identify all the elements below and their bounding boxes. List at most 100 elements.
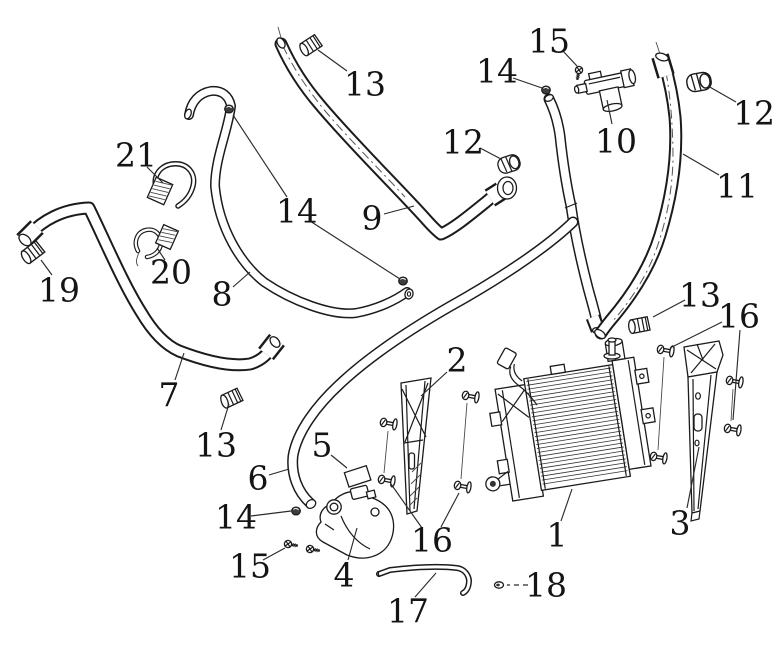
hose-9-mouth (496, 176, 518, 200)
callout-label-9-7: 9 (362, 199, 383, 238)
callout-label-17-20: 17 (387, 592, 429, 631)
screw-16-e (655, 342, 676, 358)
hose-8-tip (404, 288, 414, 300)
callout-leader-8 (232, 271, 251, 288)
clip-14-c (291, 506, 301, 516)
callout-label-8-11: 8 (212, 275, 233, 314)
callout-leader-14 (512, 77, 543, 89)
hose-6 (287, 216, 579, 510)
callout-leader-16 (440, 492, 460, 528)
callout-leader-14 (250, 510, 292, 517)
callout-label-20-9: 20 (150, 253, 192, 292)
callout-label-19-12: 19 (38, 271, 80, 310)
clip-14-b (541, 85, 551, 95)
hose-6-end-opening (305, 498, 317, 510)
callout-label-15-18: 15 (229, 547, 271, 586)
callout-label-18-21: 18 (525, 566, 567, 605)
callout-label-12-4: 12 (733, 94, 775, 133)
callout-label-16-26: 16 (718, 297, 760, 336)
screw-16-f (648, 449, 669, 465)
clamp-12-a (495, 152, 523, 176)
clamp-12-b (684, 70, 714, 94)
clamp-13-b (218, 387, 245, 410)
callout-label-11-5: 11 (716, 167, 758, 206)
callout-leader-13 (317, 49, 348, 72)
callout-label-10-3: 10 (595, 122, 637, 161)
hose-9-top-opening (276, 37, 286, 49)
callout-leader-15 (561, 49, 578, 67)
callout-label-13-14: 13 (195, 426, 237, 465)
callout-leader-10 (606, 99, 613, 125)
radiator-sensor-connector (496, 347, 517, 370)
screw-16-d (452, 478, 473, 494)
screw-15-a (282, 538, 300, 551)
callout-leader-7 (174, 352, 185, 381)
clamp-13-c (627, 315, 651, 335)
hose-7-cuff-opening (269, 336, 281, 348)
callout-label-1-22: 1 (547, 516, 568, 555)
callout-leader-3 (686, 446, 700, 509)
screw-16-c (460, 388, 481, 404)
screw-16-h (722, 421, 743, 437)
screw-16-a (378, 415, 399, 431)
callout-label-16-24: 16 (411, 521, 453, 560)
callout-leader-5 (330, 454, 348, 469)
screw-16-g (724, 373, 745, 389)
hose-8-top-opening (184, 108, 192, 120)
spring-clamp-21 (146, 161, 197, 209)
clip-14-a (224, 104, 234, 114)
callout-leader-15 (262, 547, 286, 561)
callout-label-21-8: 21 (115, 136, 157, 175)
screw-15-b (304, 543, 322, 556)
radiator-mount-bolt (603, 337, 621, 360)
callout-label-14-10: 14 (276, 192, 318, 231)
label-plate-5 (343, 464, 372, 488)
thermostat-valve (573, 68, 637, 113)
callout-leader-9 (383, 205, 415, 215)
callout-leader-12 (479, 147, 502, 160)
callout-label-12-6: 12 (442, 123, 484, 162)
radiator (485, 337, 656, 502)
callout-leader-14 (232, 114, 288, 198)
callout-label-13-25: 13 (679, 276, 721, 315)
hose-11-end-opening (594, 328, 606, 340)
hose-17 (376, 563, 472, 596)
callout-leader-11 (682, 153, 720, 176)
callout-leader-16 (390, 483, 423, 529)
callout-leader-12 (707, 85, 737, 103)
clamp-13-a (296, 33, 324, 58)
callout-leader-13 (652, 299, 686, 318)
radiator-core-fins (526, 367, 628, 485)
screw-16-b (376, 472, 397, 488)
callout-leader-16 (669, 321, 723, 349)
callout-leader-14 (309, 220, 401, 280)
callout-leader-17 (414, 572, 437, 598)
spring-clamp-20 (133, 223, 180, 267)
callout-label-6-15: 6 (248, 459, 269, 498)
callout-label-5-16: 5 (312, 426, 333, 465)
hose-11-top-opening (655, 52, 669, 62)
callout-leader-4 (347, 527, 358, 561)
bracket-left (400, 377, 432, 515)
callout-label-15-1: 15 (528, 22, 570, 61)
callout-leader-2 (420, 371, 448, 397)
callout-label-2-23: 2 (447, 341, 468, 380)
callout-label-14-17: 14 (215, 498, 257, 537)
callout-label-13-0: 13 (344, 65, 386, 104)
callout-leader-1 (560, 488, 573, 522)
drain-plug (493, 581, 505, 589)
hose-11 (594, 41, 683, 340)
callout-leader-16 (732, 329, 741, 421)
callout-leader-19 (40, 259, 53, 276)
callout-label-4-19: 4 (334, 556, 355, 595)
callout-label-7-13: 7 (159, 376, 180, 415)
vent-hose-top-opening (544, 94, 554, 102)
callout-leader-20 (156, 247, 166, 261)
callout-leader-6 (268, 468, 290, 476)
hose-7 (16, 201, 285, 372)
clip-14-d (398, 276, 408, 286)
callout-label-3-27: 3 (670, 504, 691, 543)
